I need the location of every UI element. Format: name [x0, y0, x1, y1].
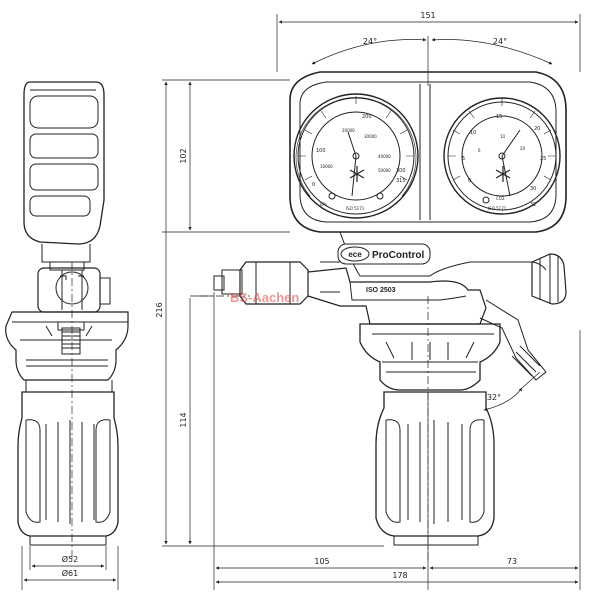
- gr-outer-2: 10: [470, 130, 476, 136]
- dimension-lines: [21, 14, 581, 590]
- dim-width-left-part: 105: [314, 557, 329, 566]
- gl-inner-4: 40000: [378, 154, 391, 159]
- gl-unit: kPa: [320, 202, 328, 207]
- gl-outer-3: 300: [396, 168, 406, 174]
- dim-height-lower: 114: [179, 412, 188, 427]
- gr-zero: 0: [468, 178, 471, 184]
- dim-overall-width: 151: [420, 11, 435, 20]
- dim-angle-right: 24°: [493, 37, 507, 46]
- gr-outer-3: 15: [496, 114, 502, 120]
- dim-height-upper: 102: [179, 148, 188, 163]
- side-view: [5, 81, 129, 546]
- dim-angle-outlet: 32°: [487, 393, 501, 402]
- dimension-labels: 151 24° 24° 102 216 114 105 73 178 32° Ø…: [62, 11, 517, 580]
- dim-diameter-inner: Ø52: [62, 554, 78, 564]
- gl-inner-1: 10000: [320, 164, 333, 169]
- gr-outer-1: 5: [462, 156, 465, 162]
- brand-logo: ece: [348, 250, 362, 259]
- watermark: BS-Aachen: [230, 290, 299, 305]
- dim-angle-left: 24°: [363, 37, 377, 46]
- dim-height-total: 216: [155, 302, 164, 317]
- gl-standard: ISO 5171: [346, 206, 365, 211]
- gauge-right: [443, 97, 561, 215]
- dim-width-total: 178: [392, 571, 407, 580]
- brand-name: ProControl: [372, 250, 424, 261]
- dim-diameter-outer: Ø61: [62, 568, 78, 578]
- gl-zero: 0: [312, 182, 315, 188]
- gr-outer-7: 32: [530, 202, 536, 208]
- gl-outer-1: 100: [316, 148, 326, 154]
- gauge-right-labels: 5 10 15 20 25 30 32 6 10 20 0 CO2 ISO 51…: [462, 114, 546, 211]
- gl-outer-4: 315: [396, 178, 406, 184]
- gr-outer-4: 20: [534, 126, 540, 132]
- gr-inner-3: 20: [520, 146, 526, 151]
- front-view: [213, 71, 567, 546]
- gr-inner-2: 10: [500, 134, 506, 139]
- gl-outer-2: 200: [362, 114, 372, 120]
- brand-standard: ISO 2503: [366, 287, 396, 294]
- brand-plate: ece ProControl ISO 2503: [337, 243, 431, 294]
- gl-inner-2: 20000: [342, 128, 355, 133]
- gr-outer-5: 25: [540, 156, 546, 162]
- gr-inner-1: 6: [478, 148, 481, 153]
- dim-width-right-part: 73: [507, 557, 517, 566]
- gr-outer-6: 30: [530, 186, 536, 192]
- gl-inner-5: 50000: [378, 168, 391, 173]
- gauge-left-labels: 100 200 300 315 10000 20000 30000 40000 …: [312, 114, 406, 211]
- gr-unit: CO2: [496, 196, 505, 201]
- gl-inner-3: 30000: [364, 134, 377, 139]
- gr-standard: ISO 5171: [488, 206, 507, 211]
- gauge-left: [293, 93, 419, 219]
